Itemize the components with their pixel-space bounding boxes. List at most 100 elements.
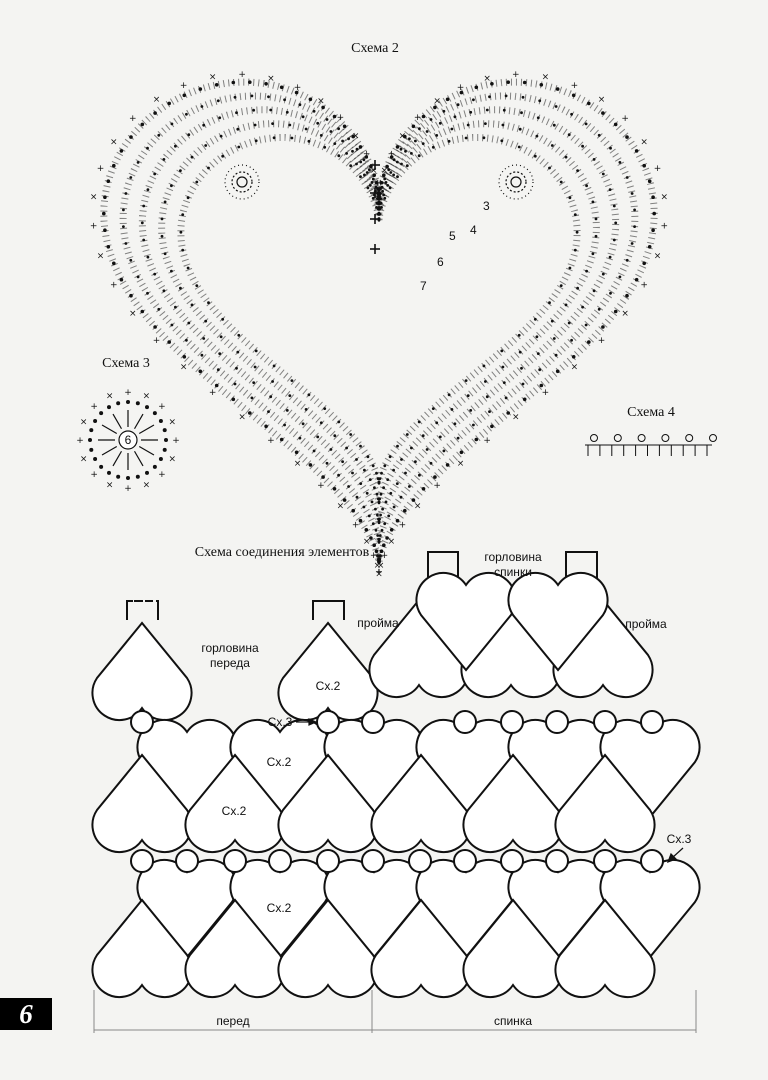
heart-stitch-row [100, 78, 658, 563]
stitch-dot [591, 200, 595, 204]
stitch-dot [381, 189, 384, 193]
stitch-dot [382, 193, 385, 197]
picot-mark: + [153, 336, 161, 346]
motif-picot: × [143, 392, 151, 402]
picot-mark: × [377, 561, 385, 571]
picot-mark: × [512, 412, 520, 422]
motif-dot [126, 400, 130, 404]
motif-picot: + [124, 484, 132, 494]
stitch-dot [374, 549, 379, 553]
stitch-dot [488, 410, 491, 413]
stitch-dot [140, 122, 145, 127]
stitch-dot [162, 158, 166, 161]
stitch-dot [490, 82, 494, 86]
motif-dot [152, 411, 157, 416]
picot-mark: + [433, 481, 441, 491]
picot-mark: + [375, 190, 383, 200]
stitch-dot [174, 305, 177, 309]
stitch-dot [383, 177, 387, 181]
stitch-dot [383, 522, 387, 526]
stitch-dot [233, 95, 237, 99]
stitch-dot [337, 420, 341, 424]
picot-mark: + [129, 114, 137, 124]
motif-dot [93, 457, 98, 461]
stitch-dot [236, 127, 240, 131]
stitch-dot [576, 286, 579, 290]
stitch-dot [359, 482, 363, 485]
picot-mark: + [512, 70, 520, 80]
stitch-dot [485, 395, 489, 399]
stitch-dot [442, 449, 446, 453]
bottom-dimension [93, 990, 697, 1033]
stitch-dot [389, 491, 393, 495]
stitch-dot [160, 234, 164, 238]
stitch-dot [418, 473, 421, 477]
stitch-dot [376, 513, 379, 517]
stitch-dot [221, 154, 225, 158]
stitch-dot [377, 497, 380, 501]
motif-spoke [133, 413, 144, 430]
stitch-dot [647, 245, 652, 249]
stitch-dot [634, 277, 639, 282]
stitch-dot [254, 139, 258, 143]
stitch-dot [535, 335, 539, 339]
picot-mark: × [363, 537, 371, 547]
stitch-dot [375, 471, 378, 475]
stitch-dot [186, 266, 190, 270]
stitch-dot [469, 110, 473, 114]
stitch-dot [377, 520, 381, 524]
stitch-dot [630, 192, 634, 195]
page-number: 6 [19, 998, 33, 1029]
stitch-dot [195, 284, 199, 287]
stitch-dot [404, 471, 407, 475]
stitch-dot [383, 196, 387, 200]
motif-picot: + [90, 402, 98, 412]
motif-picot: × [106, 392, 114, 402]
stitch-dot [431, 145, 435, 149]
stitch-dot [442, 109, 446, 113]
stitch-dot [285, 409, 289, 412]
stitch-dot [418, 127, 421, 131]
stitch-dot [521, 95, 525, 99]
stitch-dot [630, 242, 634, 245]
stitch-dot [142, 204, 146, 208]
stitch-dot [248, 80, 252, 84]
stitch-dot [304, 408, 308, 411]
stitch-dot [122, 225, 125, 229]
stitch-dot [502, 108, 506, 112]
stitch-dot [642, 261, 646, 266]
row-number-3: 3 [483, 199, 490, 213]
stitch-dot [584, 122, 588, 126]
stitch-dot [202, 123, 206, 127]
picot-mark: + [571, 81, 579, 91]
stitch-dot [613, 309, 618, 314]
stitch-dot [341, 460, 344, 463]
stitch-dot [342, 498, 347, 502]
stitch-dot [253, 123, 257, 127]
stitch-dot [253, 365, 257, 369]
stitch-dot [504, 396, 508, 400]
connector-circle [500, 849, 524, 873]
stitch-dot [488, 95, 491, 99]
stitch-dot [170, 269, 173, 273]
stitch-dot [124, 192, 128, 195]
stitch-dot [382, 543, 386, 547]
stitch-dot [377, 480, 381, 484]
motif-dot [135, 474, 140, 479]
motif-spoke [112, 450, 123, 467]
stitch-dot [385, 536, 389, 540]
edging-picot [590, 434, 598, 442]
stitch-dot [235, 366, 238, 370]
stitch-dot [250, 94, 254, 98]
stitch-dot [163, 200, 167, 204]
label-back: спинка [494, 1014, 532, 1028]
picot-mark: + [483, 436, 491, 446]
stitch-dot [384, 500, 388, 504]
picot-mark: × [414, 502, 422, 512]
label-armhole-left: пройма [357, 616, 399, 630]
connector-circle [130, 710, 154, 734]
stitch-dot [103, 195, 107, 199]
label-front-neck-line2: переда [210, 656, 250, 670]
stitch-dot [403, 508, 407, 513]
stitch-dot [362, 158, 366, 162]
